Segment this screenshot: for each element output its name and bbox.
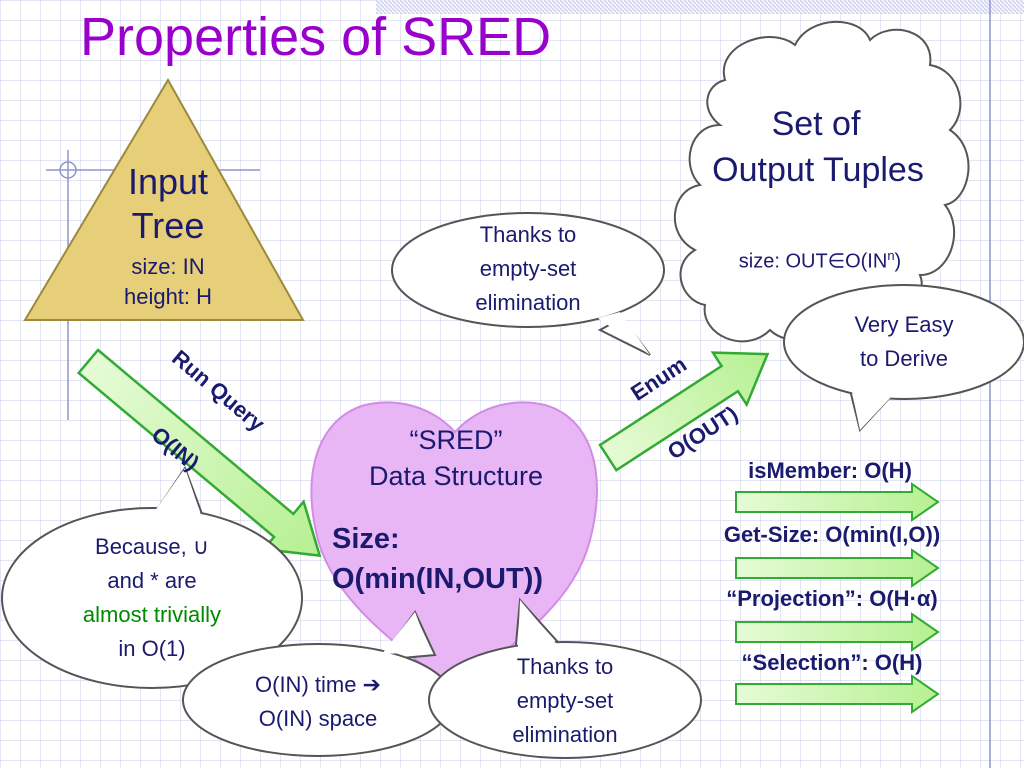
- bubble-because: [1, 465, 303, 689]
- operation-arrow: [735, 612, 940, 652]
- bubble-thanks-bottom: [428, 597, 702, 759]
- bubble-time: [182, 610, 454, 757]
- enum-arrow: [598, 351, 770, 472]
- header-band: [376, 0, 1024, 14]
- run-query-arrow: [76, 348, 322, 558]
- input-tree-triangle: [23, 78, 305, 321]
- operation-arrow: [735, 674, 940, 714]
- bubble-thanks-top: [391, 212, 665, 356]
- crosshair-ring: [59, 161, 77, 179]
- operation-arrow: [735, 548, 940, 588]
- bubble-very-easy: [783, 284, 1024, 433]
- operation-arrow: [735, 482, 940, 522]
